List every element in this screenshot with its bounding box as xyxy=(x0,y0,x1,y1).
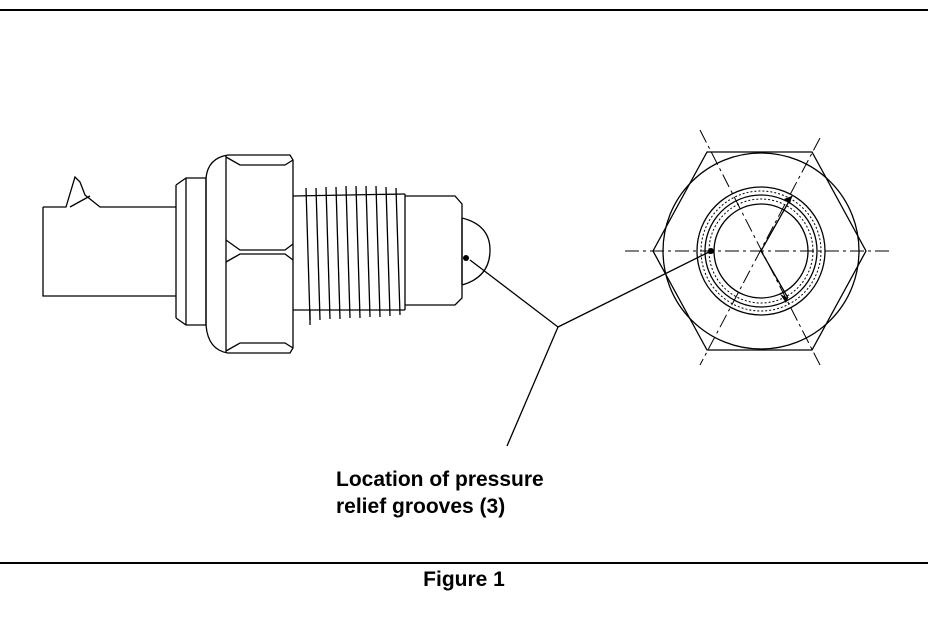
chamfer-circle xyxy=(662,152,860,350)
callout-label: Location of pressure relief grooves (3) xyxy=(336,466,544,520)
connector-body xyxy=(42,175,176,297)
flange xyxy=(175,177,207,326)
callout-line-1: Location of pressure xyxy=(336,468,544,491)
callout-line-2: relief grooves (3) xyxy=(336,495,506,518)
sensor-side-view xyxy=(42,154,491,354)
nose xyxy=(405,195,463,306)
leader-lines xyxy=(469,250,712,447)
hex-outline xyxy=(652,151,867,351)
figure-caption: Figure 1 xyxy=(423,568,505,591)
sensor-end-view xyxy=(625,129,890,366)
threaded-shank xyxy=(292,185,406,325)
ball-tip xyxy=(461,217,491,286)
